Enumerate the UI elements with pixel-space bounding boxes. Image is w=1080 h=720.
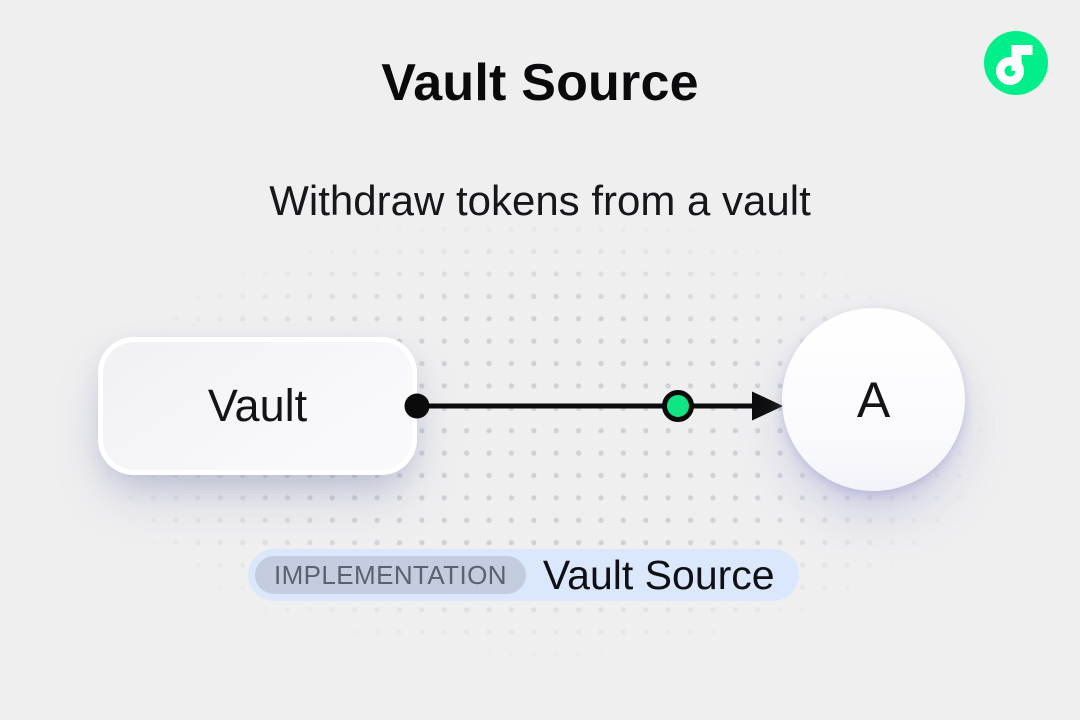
edge-token-dot xyxy=(662,390,694,422)
vault-node: Vault xyxy=(98,337,417,475)
flow-logo-notch xyxy=(1021,55,1030,63)
page-subtitle: Withdraw tokens from a vault xyxy=(269,177,811,224)
badge-title: Vault Source xyxy=(542,551,775,598)
badge-tag: IMPLEMENTATION xyxy=(255,556,526,594)
flow-logo-bar xyxy=(1011,45,1033,55)
vault-node-label: Vault xyxy=(207,380,308,431)
page-title: Vault Source xyxy=(381,54,699,112)
recipient-node-label: A xyxy=(856,371,891,428)
edge-start-dot xyxy=(404,393,430,419)
recipient-node: A xyxy=(782,308,965,491)
flow-logo-stem xyxy=(1011,45,1022,71)
arrowhead-icon xyxy=(752,391,783,421)
implementation-badge: IMPLEMENTATION Vault Source xyxy=(248,549,799,601)
edge-arrow xyxy=(404,390,783,422)
flow-logo-icon xyxy=(984,31,1048,95)
